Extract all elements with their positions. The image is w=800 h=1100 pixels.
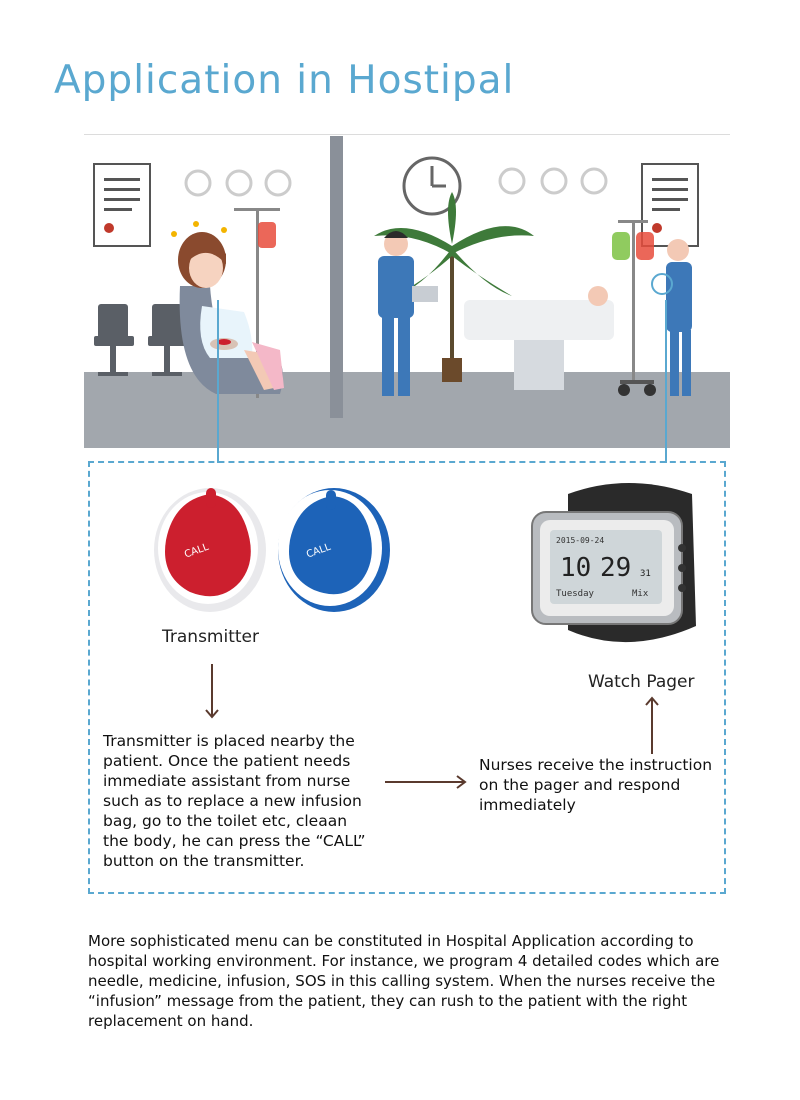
watch-minute: 29 [600,553,631,583]
hospital-scene-illustration [84,136,730,448]
transmitter-line: such as to replace a new infusion [103,792,362,810]
red-call-button: CALL [154,488,266,612]
wall-clock-icon [402,156,462,216]
pager-line: on the pager and respond [479,776,681,794]
iv-stand-right [612,220,656,396]
iv-stand-left [234,208,280,398]
transmitter-description: Transmitter is placed nearby the patient… [103,731,393,871]
transmitter-line: bag, go to the toilet etc, cleaan [103,812,348,830]
arrow-right-to-pager [385,775,467,789]
patient-in-recliner [171,221,284,394]
certificate-left [93,163,151,247]
transmitter-line: immediate assistant from nurse [103,772,351,790]
transmitter-buttons-image: CALL CALL [154,488,390,612]
pager-description: Nurses receive the instruction on the pa… [479,755,719,815]
wall-decor-circles-left [184,169,292,197]
watch-code: Mix [632,589,649,599]
watch-side-buttons [678,544,686,592]
pager-line: immediately [479,796,576,814]
nurse-figure [651,239,692,396]
footer-paragraph: More sophisticated menu can be constitut… [88,932,720,1030]
watch-date: 2015-09-24 [556,536,604,545]
watch-day: Tuesday [556,589,595,599]
arrow-up-to-watch [645,696,659,754]
transmitter-label: Transmitter [162,627,259,647]
watch-pager-label: Watch Pager [588,672,695,692]
watch-pager-image: 2015-09-24 10 29 31 Tuesday Mix [531,483,696,643]
watch-hour: 10 [560,553,591,583]
transmitter-line: Transmitter is placed nearby the [103,732,355,750]
title-divider [84,134,730,135]
pager-line: Nurses receive the instruction [479,756,713,774]
hospital-bed [464,286,614,390]
arrow-down-transmitter [205,664,219,719]
transmitter-line: the body, he can press the “CALL” [103,832,366,850]
wall-pillar [330,136,343,418]
waiting-chairs [94,304,188,376]
certificate-right [641,163,699,247]
transmitter-line: patient. Once the patient needs [103,752,351,770]
transmitter-line: button on the transmitter. [103,852,305,870]
wall-decor-circles-right [498,167,608,195]
watch-second: 31 [640,569,651,579]
doctor-figure [378,231,438,396]
page-title: Application in Hostipal [54,58,515,103]
blue-call-button: CALL [278,488,390,612]
workflow-dashed-frame [88,461,726,894]
